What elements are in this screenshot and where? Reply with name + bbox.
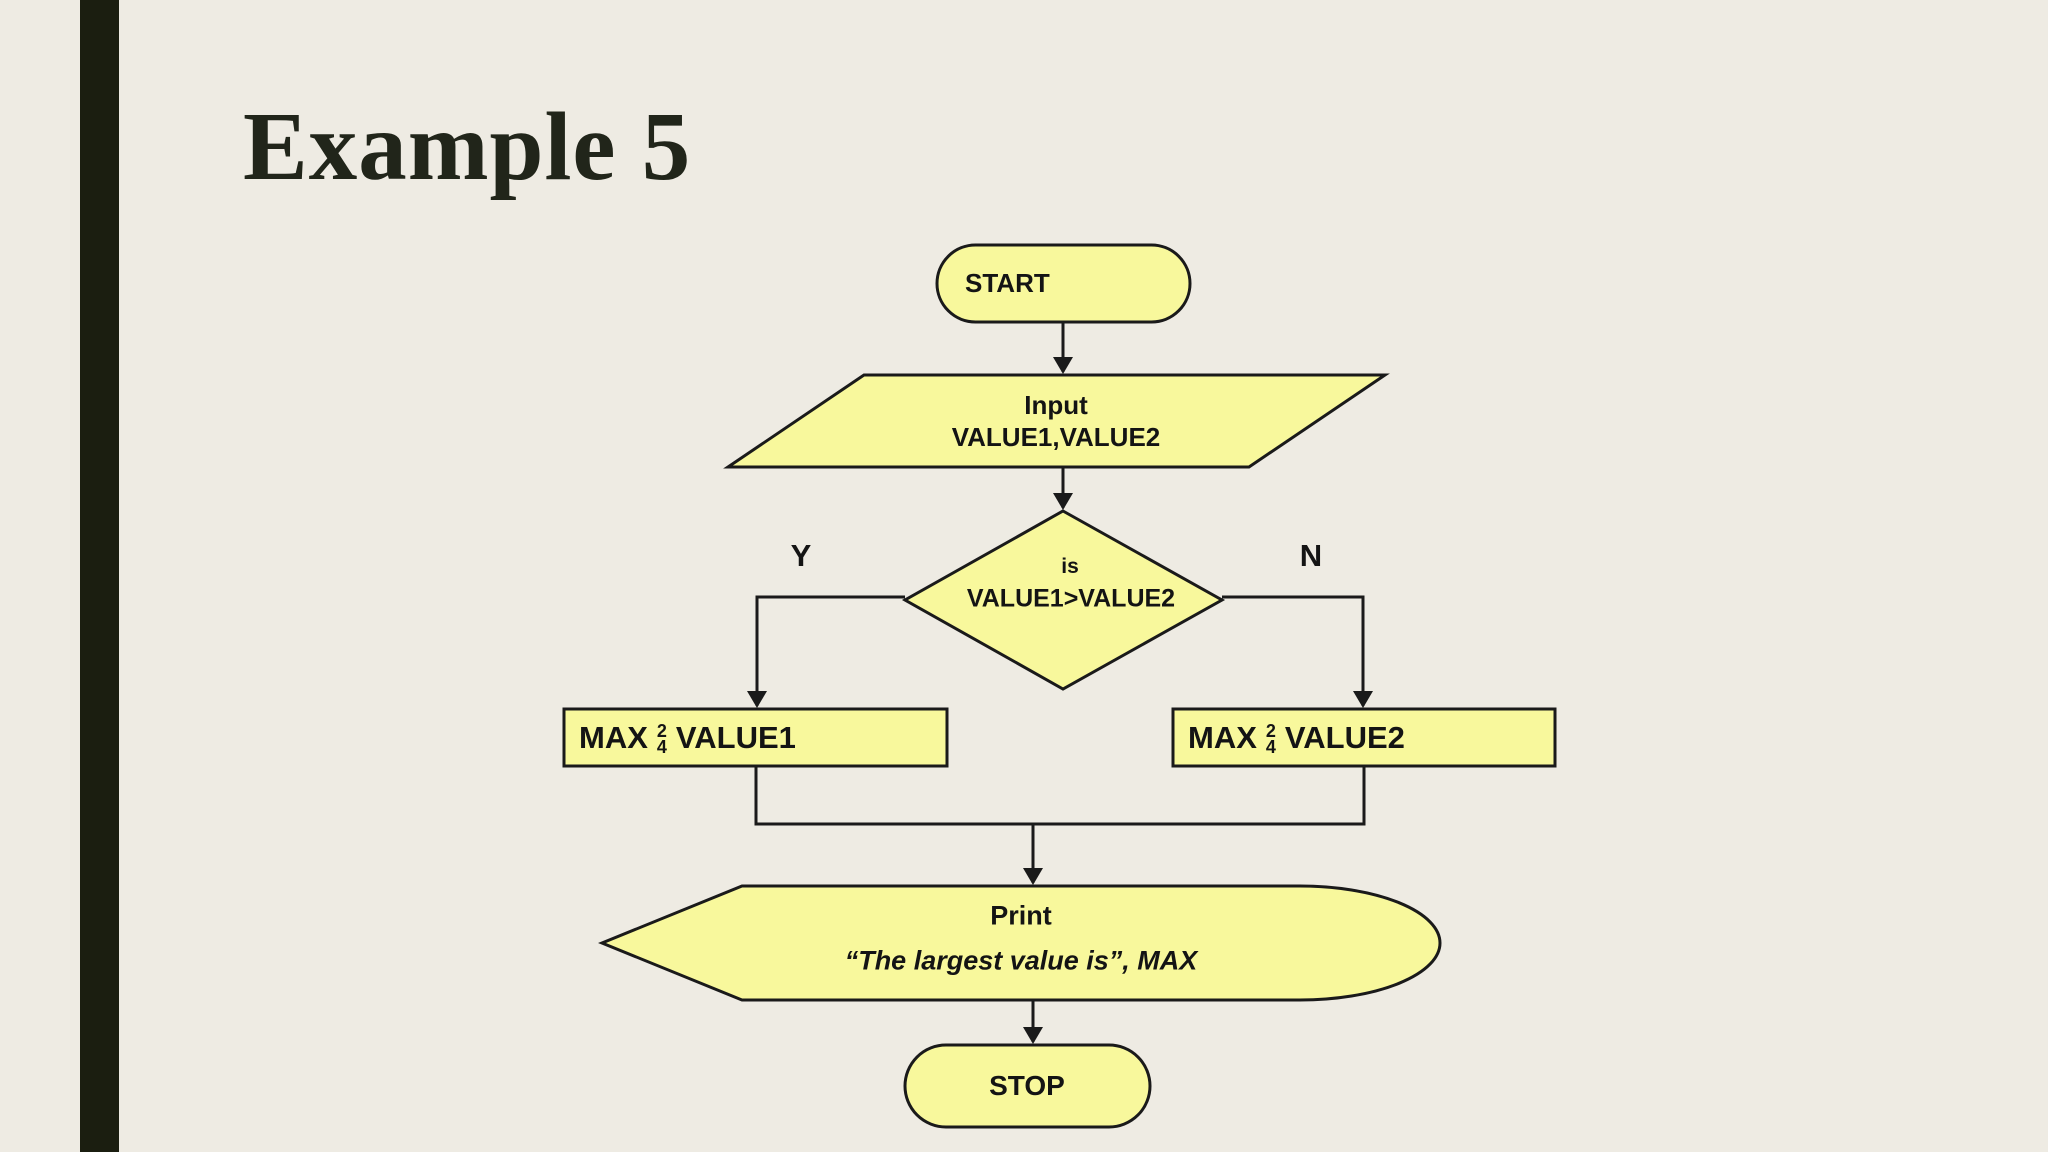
assign-right-label: MAX 2 4 VALUE2: [1188, 709, 1405, 766]
decision-line2: VALUE1>VALUE2: [966, 584, 1176, 613]
glyph-bottom: 4: [656, 736, 667, 757]
assign-right-pre: MAX: [1188, 719, 1257, 755]
assign-left-pre: MAX: [579, 719, 648, 755]
start-label: START: [965, 268, 1050, 299]
print-node: [598, 884, 1442, 1002]
accent-bar: [80, 0, 119, 1152]
assign-right-post: VALUE2: [1284, 719, 1405, 755]
branch-yes-label: Y: [790, 538, 812, 574]
decision-node: [901, 509, 1226, 691]
start-node: [935, 243, 1192, 324]
glyph-bottom: 4: [1265, 736, 1276, 757]
glyph-top: 2: [1265, 720, 1276, 741]
connector-merge: [754, 766, 1366, 826]
stop-node: [903, 1043, 1152, 1129]
assign-left-node: [562, 707, 949, 768]
stop-label: STOP: [989, 1069, 1065, 1101]
glyph-top: 2: [656, 720, 667, 741]
assign-left-post: VALUE1: [675, 719, 796, 755]
input-line1: Input: [1024, 390, 1088, 420]
assign-left-arrow-glyph: 2 4: [656, 720, 667, 757]
input-node: [723, 373, 1390, 469]
connector-no-branch: [1222, 595, 1373, 708]
branch-no-label: N: [1299, 538, 1323, 574]
print-line1: Print: [990, 900, 1052, 931]
page-title: Example 5: [243, 93, 692, 200]
input-line2: VALUE1,VALUE2: [951, 422, 1161, 452]
print-line2: “The largest value is”, MAX: [844, 945, 1198, 976]
decision-line1: is: [1061, 554, 1079, 578]
assign-right-node: [1171, 707, 1557, 768]
connector-yes-branch: [747, 595, 905, 708]
input-label: Input VALUE1,VALUE2: [952, 389, 1161, 453]
assign-left-label: MAX 2 4 VALUE1: [579, 709, 796, 766]
assign-right-arrow-glyph: 2 4: [1265, 720, 1276, 757]
